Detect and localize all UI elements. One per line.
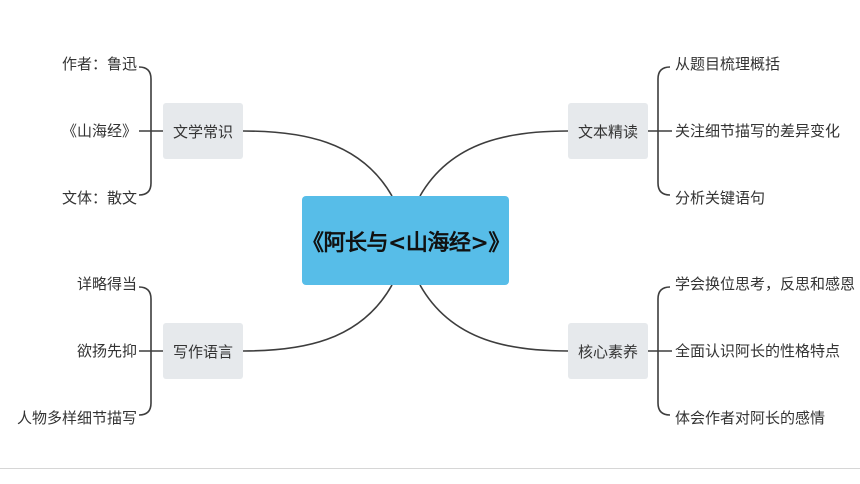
leaf-literacy-empathy[interactable]: 学会换位思考，反思和感恩 [675, 275, 856, 293]
bracket-literacy [657, 286, 671, 416]
leaf-literature-author[interactable]: 作者：鲁迅 [61, 55, 137, 73]
bracket-literature [138, 66, 152, 196]
topic-writing[interactable]: 写作语言 [163, 323, 243, 379]
central-topic[interactable]: 《阿长与<山海经>》 [302, 196, 510, 285]
leaf-literature-book[interactable]: 《山海经》 [61, 122, 137, 140]
link-center-reading [419, 130, 569, 197]
leaf-writing-contrast[interactable]: 欲扬先抑 [76, 342, 137, 360]
leaf-reading-title[interactable]: 从题目梳理概括 [675, 55, 781, 73]
topic-literature-label: 文学常识 [172, 122, 233, 141]
topic-writing-label: 写作语言 [172, 342, 233, 361]
bracket-reading [657, 66, 671, 196]
bracket-writing [138, 286, 152, 416]
topic-literature[interactable]: 文学常识 [163, 103, 243, 159]
leaf-literacy-character[interactable]: 全面认识阿长的性格特点 [675, 342, 841, 360]
leaf-writing-characters[interactable]: 人物多样细节描写 [16, 409, 137, 427]
leaf-writing-detail-balance[interactable]: 详略得当 [76, 275, 137, 293]
topic-literacy-label: 核心素养 [577, 342, 638, 361]
central-topic-label: 《阿长与<山海经>》 [302, 230, 510, 256]
leaf-literature-genre[interactable]: 文体：散文 [61, 189, 137, 207]
bottom-divider [0, 468, 860, 469]
leaf-reading-details[interactable]: 关注细节描写的差异变化 [675, 122, 841, 140]
leaf-literacy-feelings[interactable]: 体会作者对阿长的感情 [675, 409, 826, 427]
topic-reading[interactable]: 文本精读 [568, 103, 648, 159]
topic-literacy[interactable]: 核心素养 [568, 323, 648, 379]
topic-reading-label: 文本精读 [577, 122, 638, 141]
leaf-reading-sentences[interactable]: 分析关键语句 [675, 189, 766, 207]
link-center-literacy [419, 284, 569, 352]
link-center-literature [242, 130, 393, 197]
link-center-writing [242, 284, 393, 352]
